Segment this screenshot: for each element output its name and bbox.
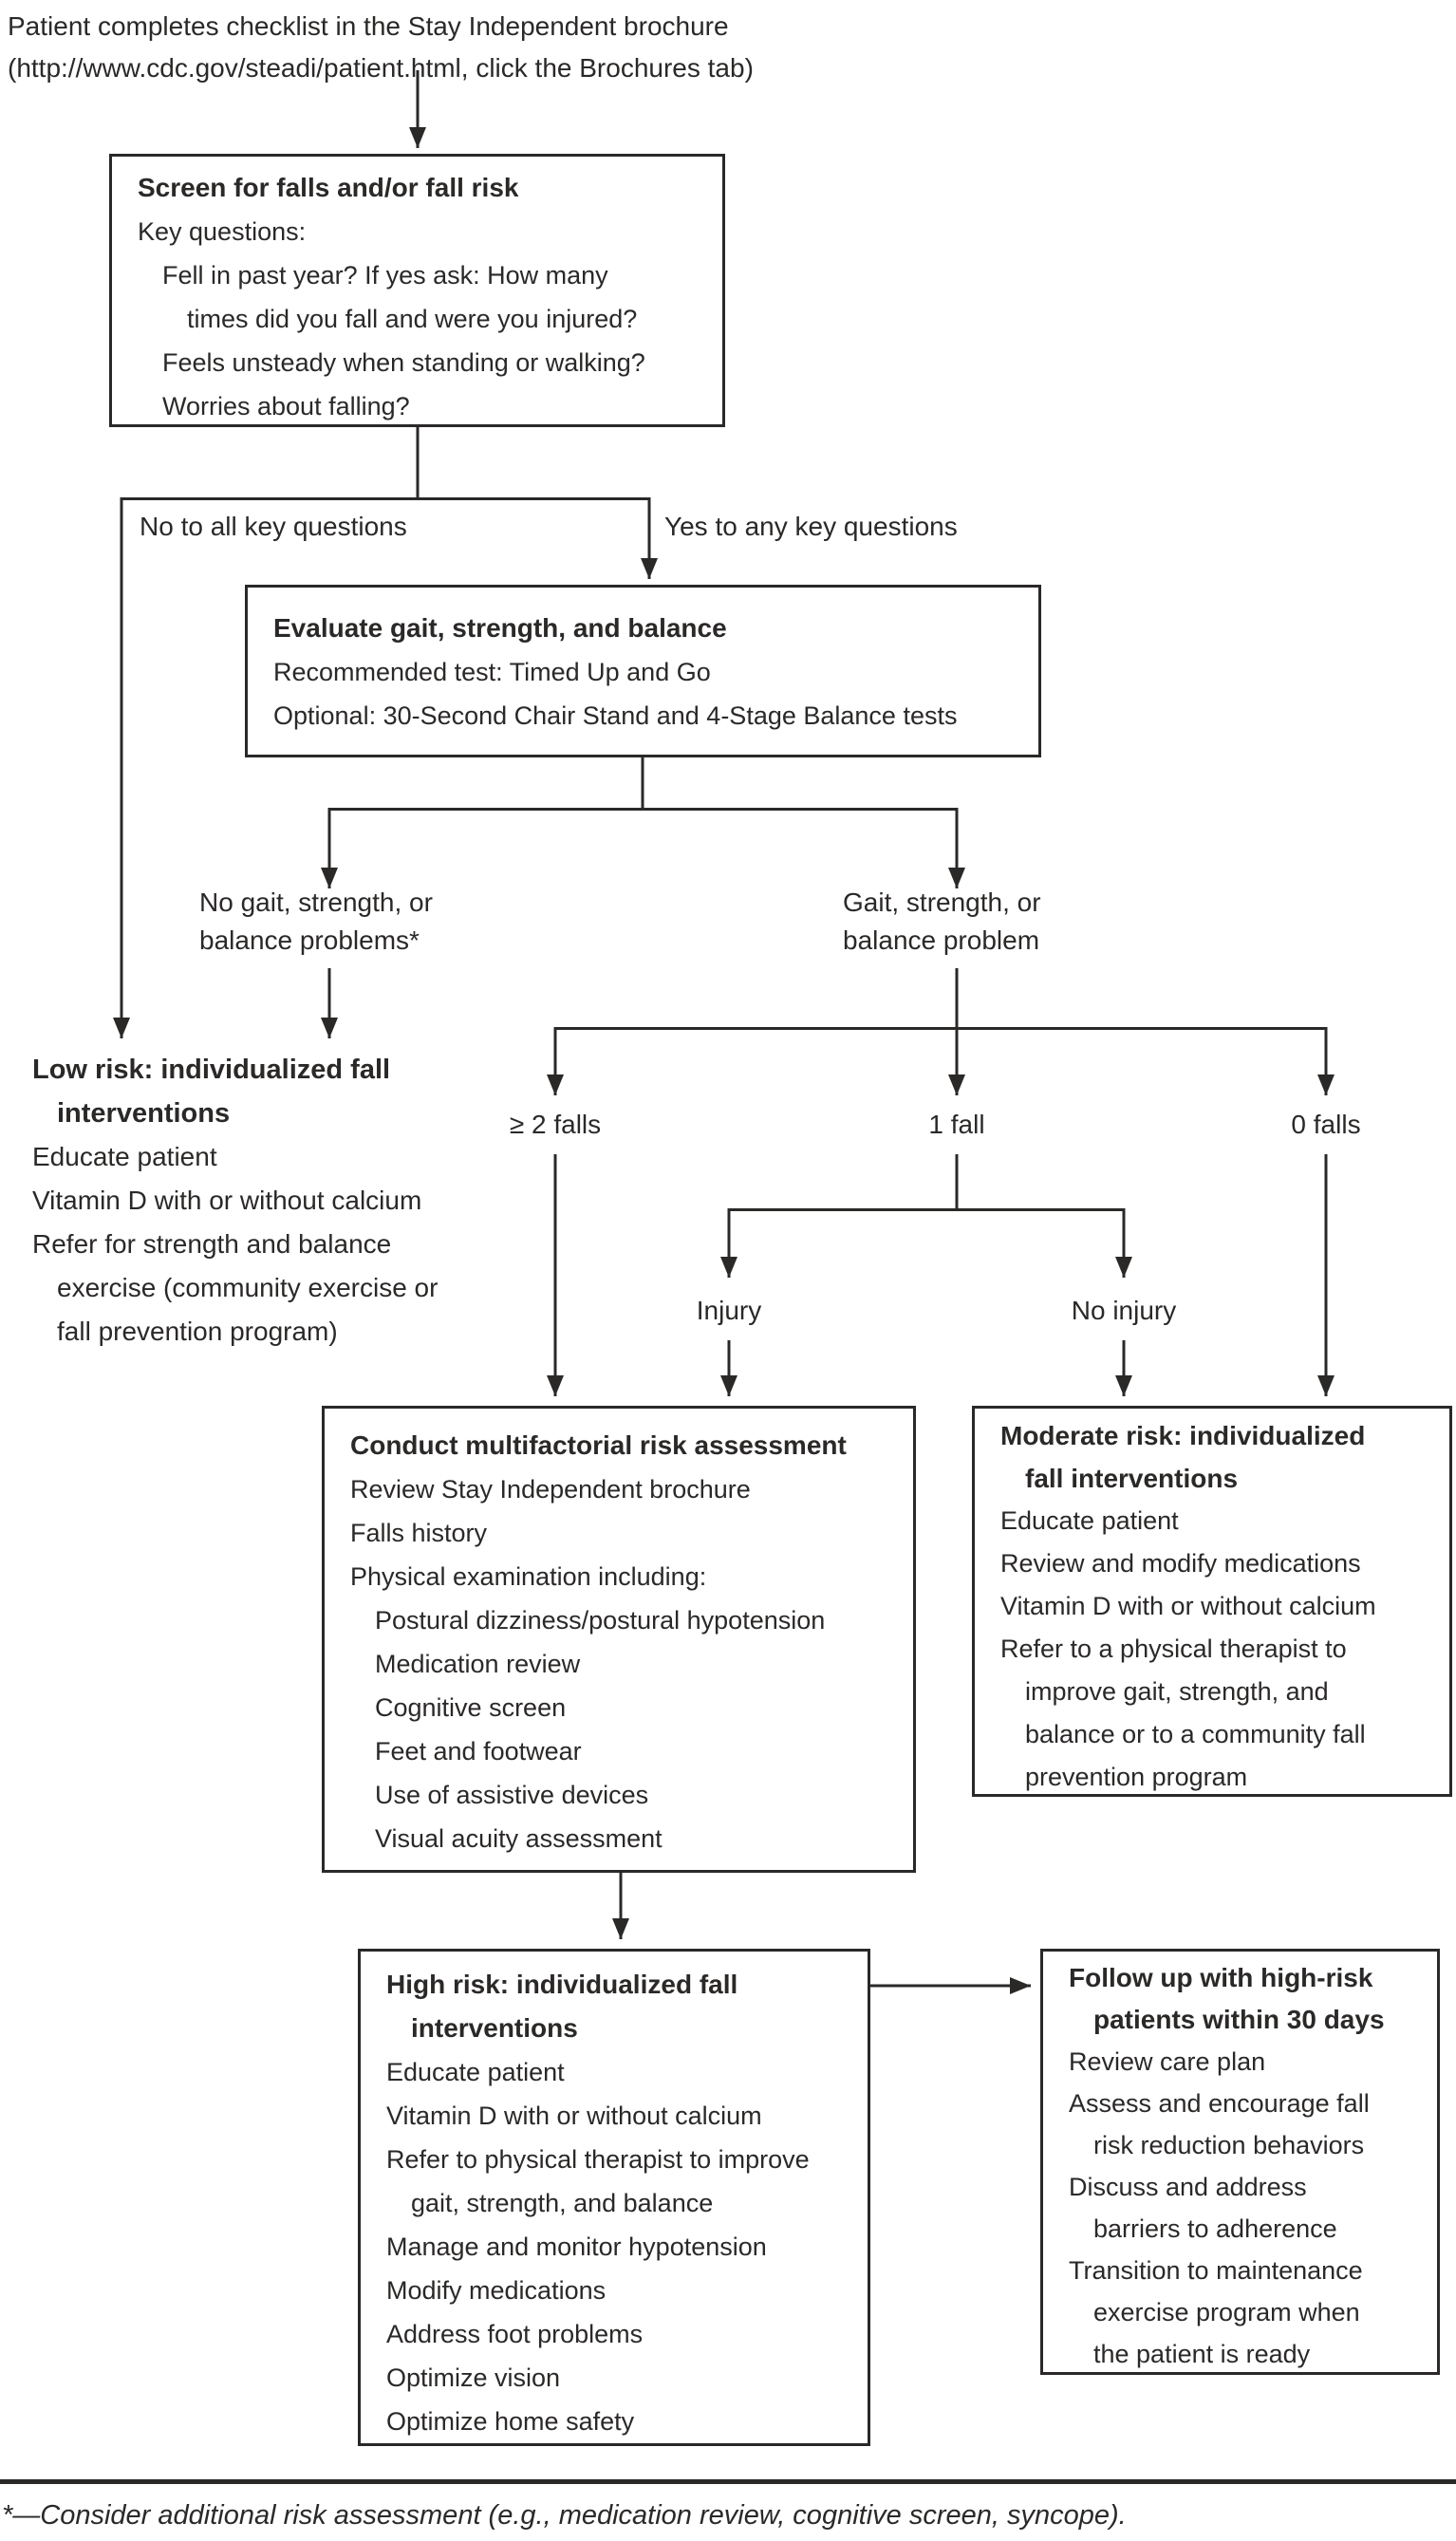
box-line: Medication review xyxy=(375,1650,581,1678)
box-line: Refer to physical therapist to improve xyxy=(386,2145,810,2174)
branch-injury xyxy=(720,1154,1132,1396)
edge-label-no-to-all: No to all key questions xyxy=(140,512,407,541)
block-line: Vitamin D with or without calcium xyxy=(32,1186,422,1215)
box-line: Transition to maintenance xyxy=(1069,2256,1363,2285)
block-title: Low risk: individualized fall xyxy=(32,1055,391,1085)
intro-note: Patient completes checklist in the Stay … xyxy=(8,6,754,89)
box-title: Screen for falls and/or fall risk xyxy=(138,173,519,202)
edge-label-gait-problem: Gait, strength, or balance problem xyxy=(843,884,1041,960)
box-title: Follow up with high-risk xyxy=(1069,1963,1373,1992)
followup-box: Follow up with high-risk patients within… xyxy=(1040,1949,1440,2375)
edge-label-line: balance problems* xyxy=(199,925,420,955)
block-line: exercise (community exercise or xyxy=(57,1273,439,1302)
box-line: exercise program when xyxy=(1093,2298,1360,2326)
box-title: High risk: individualized fall xyxy=(386,1970,738,1999)
box-line: Educate patient xyxy=(386,2058,565,2086)
box-line: Optimize home safety xyxy=(386,2407,635,2436)
box-line: Feet and footwear xyxy=(375,1737,582,1766)
box-line: balance or to a community fall xyxy=(1025,1720,1366,1748)
block-line: Educate patient xyxy=(32,1142,217,1171)
box-line: Feels unsteady when standing or walking? xyxy=(162,348,645,377)
box-title: Moderate risk: individualized xyxy=(1000,1421,1366,1450)
box-line: Review and modify medications xyxy=(1000,1549,1361,1578)
box-line: Optimize vision xyxy=(386,2364,561,2392)
box-line: Vitamin D with or without calcium xyxy=(386,2102,762,2130)
box-line: prevention program xyxy=(1025,1763,1248,1791)
branch-fall-count xyxy=(547,1027,1335,1396)
box-line: Physical examination including: xyxy=(350,1562,707,1591)
box-line: risk reduction behaviors xyxy=(1093,2131,1365,2159)
box-line: Review Stay Independent brochure xyxy=(350,1475,751,1504)
box-line: Review care plan xyxy=(1069,2047,1266,2076)
edge-label-two-plus-falls: ≥ 2 falls xyxy=(509,1110,602,1139)
block-title: interventions xyxy=(57,1098,231,1129)
box-line: improve gait, strength, and xyxy=(1025,1677,1329,1706)
box-line: Visual acuity assessment xyxy=(375,1824,663,1853)
box-line: Falls history xyxy=(350,1519,488,1547)
box-title: fall interventions xyxy=(1025,1464,1239,1493)
box-line: Manage and monitor hypotension xyxy=(386,2233,767,2261)
box-line: gait, strength, and balance xyxy=(411,2189,714,2217)
box-line: Use of assistive devices xyxy=(375,1781,649,1809)
edge-label-injury: Injury xyxy=(696,1296,762,1325)
box-line: Modify medications xyxy=(386,2276,607,2305)
box-line: barriers to adherence xyxy=(1093,2214,1337,2243)
box-line: Educate patient xyxy=(1000,1506,1179,1535)
edge-label-no-injury: No injury xyxy=(1071,1296,1177,1325)
multifactorial-assessment-box: Conduct multifactorial risk assessment R… xyxy=(322,1406,916,1873)
box-line: Assess and encourage fall xyxy=(1069,2089,1370,2118)
box-line: Optional: 30-Second Chair Stand and 4-St… xyxy=(273,701,958,730)
box-line: Cognitive screen xyxy=(375,1693,567,1722)
box-title: Evaluate gait, strength, and balance xyxy=(273,613,727,643)
edge-label-line: balance problem xyxy=(843,925,1040,955)
branch-gait-problems xyxy=(321,757,965,1038)
box-line: Vitamin D with or without calcium xyxy=(1000,1592,1376,1620)
block-line: fall prevention program) xyxy=(57,1317,338,1346)
moderate-risk-box: Moderate risk: individualized fall inter… xyxy=(972,1406,1452,1797)
edge-label-no-gait-problems: No gait, strength, or balance problems* xyxy=(199,884,433,960)
box-title: patients within 30 days xyxy=(1093,2005,1385,2034)
intro-note-line: (http://www.cdc.gov/steadi/patient.html,… xyxy=(8,53,754,83)
box-line: Fell in past year? If yes ask: How many xyxy=(162,261,608,290)
edge-label-zero-falls: 0 falls xyxy=(1291,1110,1361,1139)
edge-label-one-fall: 1 fall xyxy=(928,1110,985,1139)
evaluate-box: Evaluate gait, strength, and balance Rec… xyxy=(245,585,1041,757)
screen-box: Screen for falls and/or fall risk Key qu… xyxy=(109,154,725,427)
low-risk-block: Low risk: individualized fall interventi… xyxy=(32,1048,438,1354)
branch-screen-yes-no xyxy=(113,427,658,1038)
box-line: Recommended test: Timed Up and Go xyxy=(273,658,711,686)
edge-label-line: No gait, strength, or xyxy=(199,887,433,917)
box-title: Conduct multifactorial risk assessment xyxy=(350,1430,847,1460)
box-line: Worries about falling? xyxy=(162,392,410,420)
footer-divider xyxy=(0,2479,1456,2484)
box-line: the patient is ready xyxy=(1093,2340,1311,2368)
edge-label-yes-to-any: Yes to any key questions xyxy=(664,512,958,541)
box-line: Refer to a physical therapist to xyxy=(1000,1635,1347,1663)
high-risk-box: High risk: individualized fall intervent… xyxy=(358,1949,870,2446)
edge-label-line: Gait, strength, or xyxy=(843,887,1041,917)
block-line: Refer for strength and balance xyxy=(32,1229,392,1259)
box-line: Discuss and address xyxy=(1069,2173,1307,2201)
box-line: Address foot problems xyxy=(386,2320,644,2348)
intro-note-line: Patient completes checklist in the Stay … xyxy=(8,11,729,41)
box-line: times did you fall and were you injured? xyxy=(187,305,638,333)
footnote: *—Consider additional risk assessment (e… xyxy=(2,2500,1127,2531)
box-line: Postural dizziness/postural hypotension xyxy=(375,1606,826,1635)
box-line: Key questions: xyxy=(138,217,307,246)
box-title: interventions xyxy=(411,2013,578,2043)
